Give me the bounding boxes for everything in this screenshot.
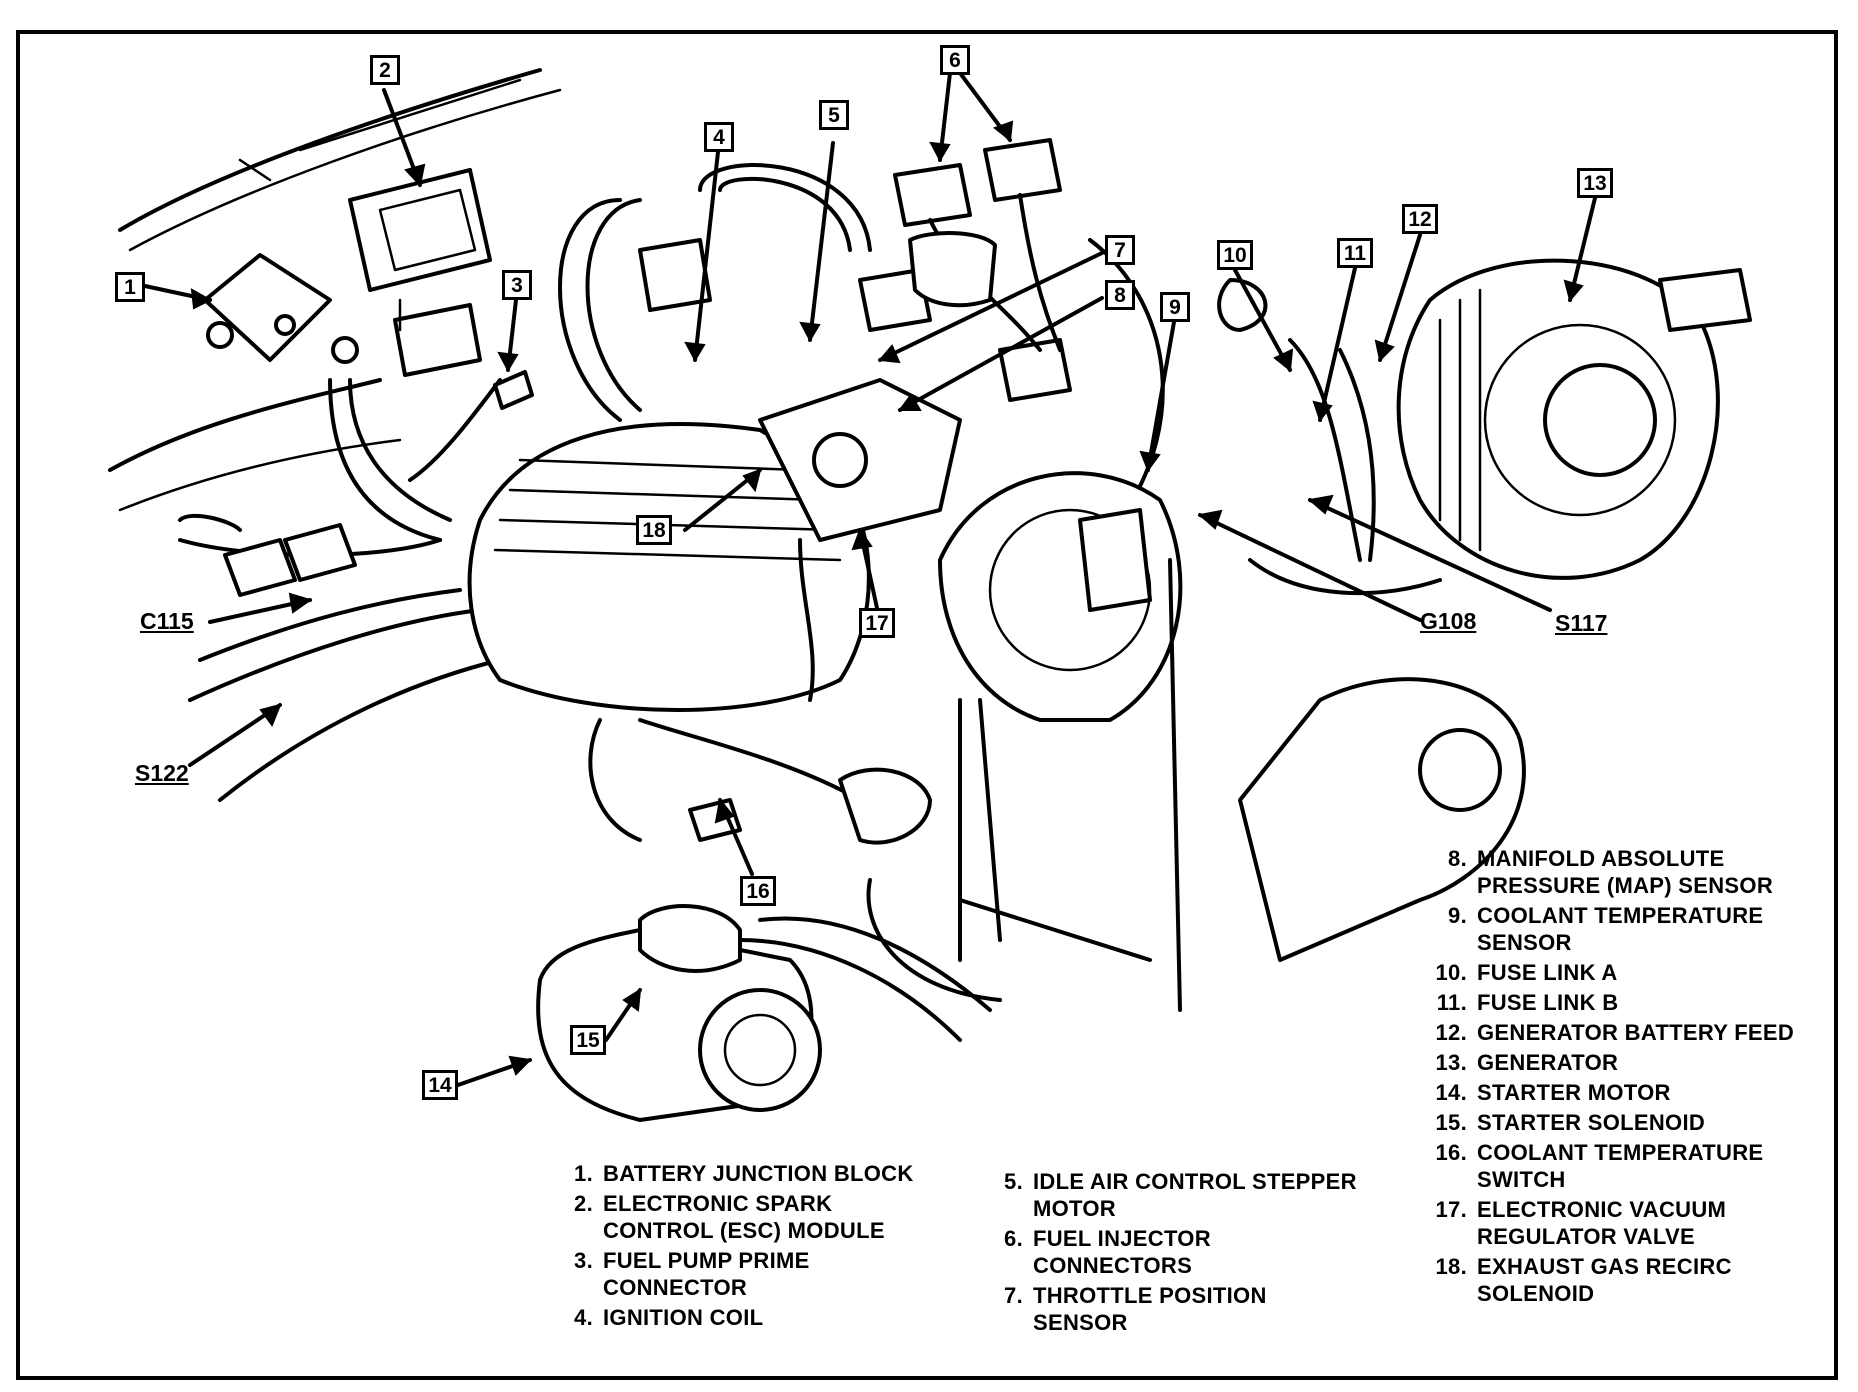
throttle-body-drawing — [638, 238, 1072, 542]
legend-item-text: FUSE LINK B — [1477, 990, 1619, 1015]
legend-item: 14. STARTER MOTOR — [1415, 1079, 1835, 1106]
legend-item-number: 10. — [1435, 960, 1467, 985]
callout-9: 9 — [1160, 292, 1190, 322]
legend-item-text: COOLANT TEMPERATURE SWITCH — [1477, 1140, 1764, 1192]
legend-column-2: 5. IDLE AIR CONTROL STEPPER MOTOR 6. FUEL I… — [985, 1168, 1405, 1339]
callout-16: 16 — [740, 876, 776, 906]
legend-item: 9. COOLANT TEMPERATURE SENSOR — [1415, 902, 1835, 956]
legend-item-text: THROTTLE POSITION SENSOR — [1033, 1283, 1267, 1335]
legend-item-number: 11. — [1436, 990, 1467, 1015]
connector-label-c115: C115 — [140, 608, 194, 634]
legend-item: 3. FUEL PUMP PRIME CONNECTOR — [555, 1247, 975, 1301]
callout-12: 12 — [1402, 204, 1438, 234]
legend-item-text: GENERATOR BATTERY FEED — [1477, 1020, 1795, 1045]
legend-item-number: 9. — [1448, 903, 1467, 928]
ground-label-g108: G108 — [1420, 608, 1477, 634]
callout-14: 14 — [422, 1070, 458, 1100]
legend-item: 15. STARTER SOLENOID — [1415, 1109, 1835, 1136]
legend-item-text: IDLE AIR CONTROL STEPPER MOTOR — [1033, 1169, 1357, 1221]
legend-item: 11. FUSE LINK B — [1415, 989, 1835, 1016]
starter-drawing — [536, 904, 992, 1122]
callout-1: 1 — [115, 272, 145, 302]
front-cover-drawing — [938, 471, 1183, 1012]
legend-item-text: GENERATOR — [1477, 1050, 1619, 1075]
injector-connectors-drawing — [893, 138, 1062, 352]
legend-item: 6. FUEL INJECTOR CONNECTORS — [985, 1225, 1405, 1279]
esc-module-drawing — [348, 168, 492, 377]
left-harness-drawing — [178, 370, 534, 597]
legend-item: 17. ELECTRONIC VACUUM REGULATOR VALVE — [1415, 1196, 1835, 1250]
legend-item-number: 15. — [1435, 1110, 1467, 1135]
legend-item-number: 16. — [1435, 1140, 1467, 1165]
callout-11: 11 — [1337, 238, 1373, 268]
legend-item-number: 4. — [574, 1305, 593, 1330]
legend-item: 5. IDLE AIR CONTROL STEPPER MOTOR — [985, 1168, 1405, 1222]
legend-item-number: 3. — [574, 1248, 593, 1273]
legend-item-number: 12. — [1435, 1020, 1467, 1045]
leader-arrows — [143, 71, 1597, 1087]
legend-item-text: FUEL INJECTOR CONNECTORS — [1033, 1226, 1211, 1278]
callout-17: 17 — [859, 608, 895, 638]
callout-4: 4 — [704, 122, 734, 152]
legend-item-text: ELECTRONIC VACUUM REGULATOR VALVE — [1477, 1197, 1727, 1249]
callout-2: 2 — [370, 55, 400, 85]
fuse-link-wires-drawing — [1217, 278, 1442, 596]
callout-7: 7 — [1105, 235, 1135, 265]
legend-item-text: ELECTRONIC SPARK CONTROL (ESC) MODULE — [603, 1191, 885, 1243]
legend-column-1: 1. BATTERY JUNCTION BLOCK 2. ELECTRONIC SPA… — [555, 1160, 975, 1334]
callout-6: 6 — [940, 45, 970, 75]
legend-column-3: 8. MANIFOLD ABSOLUTE PRESSURE (MAP) SENSO… — [1415, 845, 1835, 1310]
legend-item: 2. ELECTRONIC SPARK CONTROL (ESC) MODULE — [555, 1190, 975, 1244]
legend-item: 7. THROTTLE POSITION SENSOR — [985, 1282, 1405, 1336]
legend-item-text: IGNITION COIL — [603, 1305, 764, 1330]
legend-item-number: 7. — [1004, 1283, 1023, 1308]
diagram-frame — [16, 30, 1838, 1380]
splice-label-s122: S122 — [135, 760, 189, 786]
battery-junction-block-drawing — [203, 253, 359, 364]
coil-harness-drawing — [558, 163, 1165, 522]
legend-item: 13. GENERATOR — [1415, 1049, 1835, 1076]
legend-item: 10. FUSE LINK A — [1415, 959, 1835, 986]
legend-item-text: MANIFOLD ABSOLUTE PRESSURE (MAP) SENSOR — [1477, 846, 1774, 898]
legend-item: 4. IGNITION COIL — [555, 1304, 975, 1331]
legend-item: 12. GENERATOR BATTERY FEED — [1415, 1019, 1835, 1046]
legend-item-text: STARTER SOLENOID — [1477, 1110, 1706, 1135]
generator-drawing — [1396, 258, 1752, 580]
legend-item-text: FUSE LINK A — [1477, 960, 1618, 985]
legend-item-number: 14. — [1435, 1080, 1467, 1105]
callout-10: 10 — [1217, 240, 1253, 270]
legend-item-number: 1. — [574, 1161, 593, 1186]
legend-item-number: 6. — [1004, 1226, 1023, 1251]
callout-13: 13 — [1577, 168, 1613, 198]
legend-item: 18. EXHAUST GAS RECIRC SOLENOID — [1415, 1253, 1835, 1307]
legend-item-number: 18. — [1435, 1254, 1467, 1279]
legend-item-number: 2. — [574, 1191, 593, 1216]
callout-3: 3 — [502, 270, 532, 300]
callout-15: 15 — [570, 1025, 606, 1055]
legend-item-text: BATTERY JUNCTION BLOCK — [603, 1161, 914, 1186]
legend-item-text: COOLANT TEMPERATURE SENSOR — [1477, 903, 1764, 955]
legend-item-text: STARTER MOTOR — [1477, 1080, 1671, 1105]
callout-18: 18 — [636, 515, 672, 545]
transmission-drawing — [1238, 677, 1526, 962]
legend-item-number: 17. — [1435, 1197, 1467, 1222]
legend-item-text: EXHAUST GAS RECIRC SOLENOID — [1477, 1254, 1732, 1306]
legend-item: 8. MANIFOLD ABSOLUTE PRESSURE (MAP) SENSO… — [1415, 845, 1835, 899]
legend-item-number: 8. — [1448, 846, 1467, 871]
callout-5: 5 — [819, 100, 849, 130]
splice-label-s117: S117 — [1555, 610, 1608, 636]
legend-item-number: 5. — [1004, 1169, 1023, 1194]
legend-item-text: FUEL PUMP PRIME CONNECTOR — [603, 1248, 810, 1300]
legend-item-number: 13. — [1435, 1050, 1467, 1075]
legend-item: 1. BATTERY JUNCTION BLOCK — [555, 1160, 975, 1187]
callout-8: 8 — [1105, 280, 1135, 310]
legend-item: 16. COOLANT TEMPERATURE SWITCH — [1415, 1139, 1835, 1193]
